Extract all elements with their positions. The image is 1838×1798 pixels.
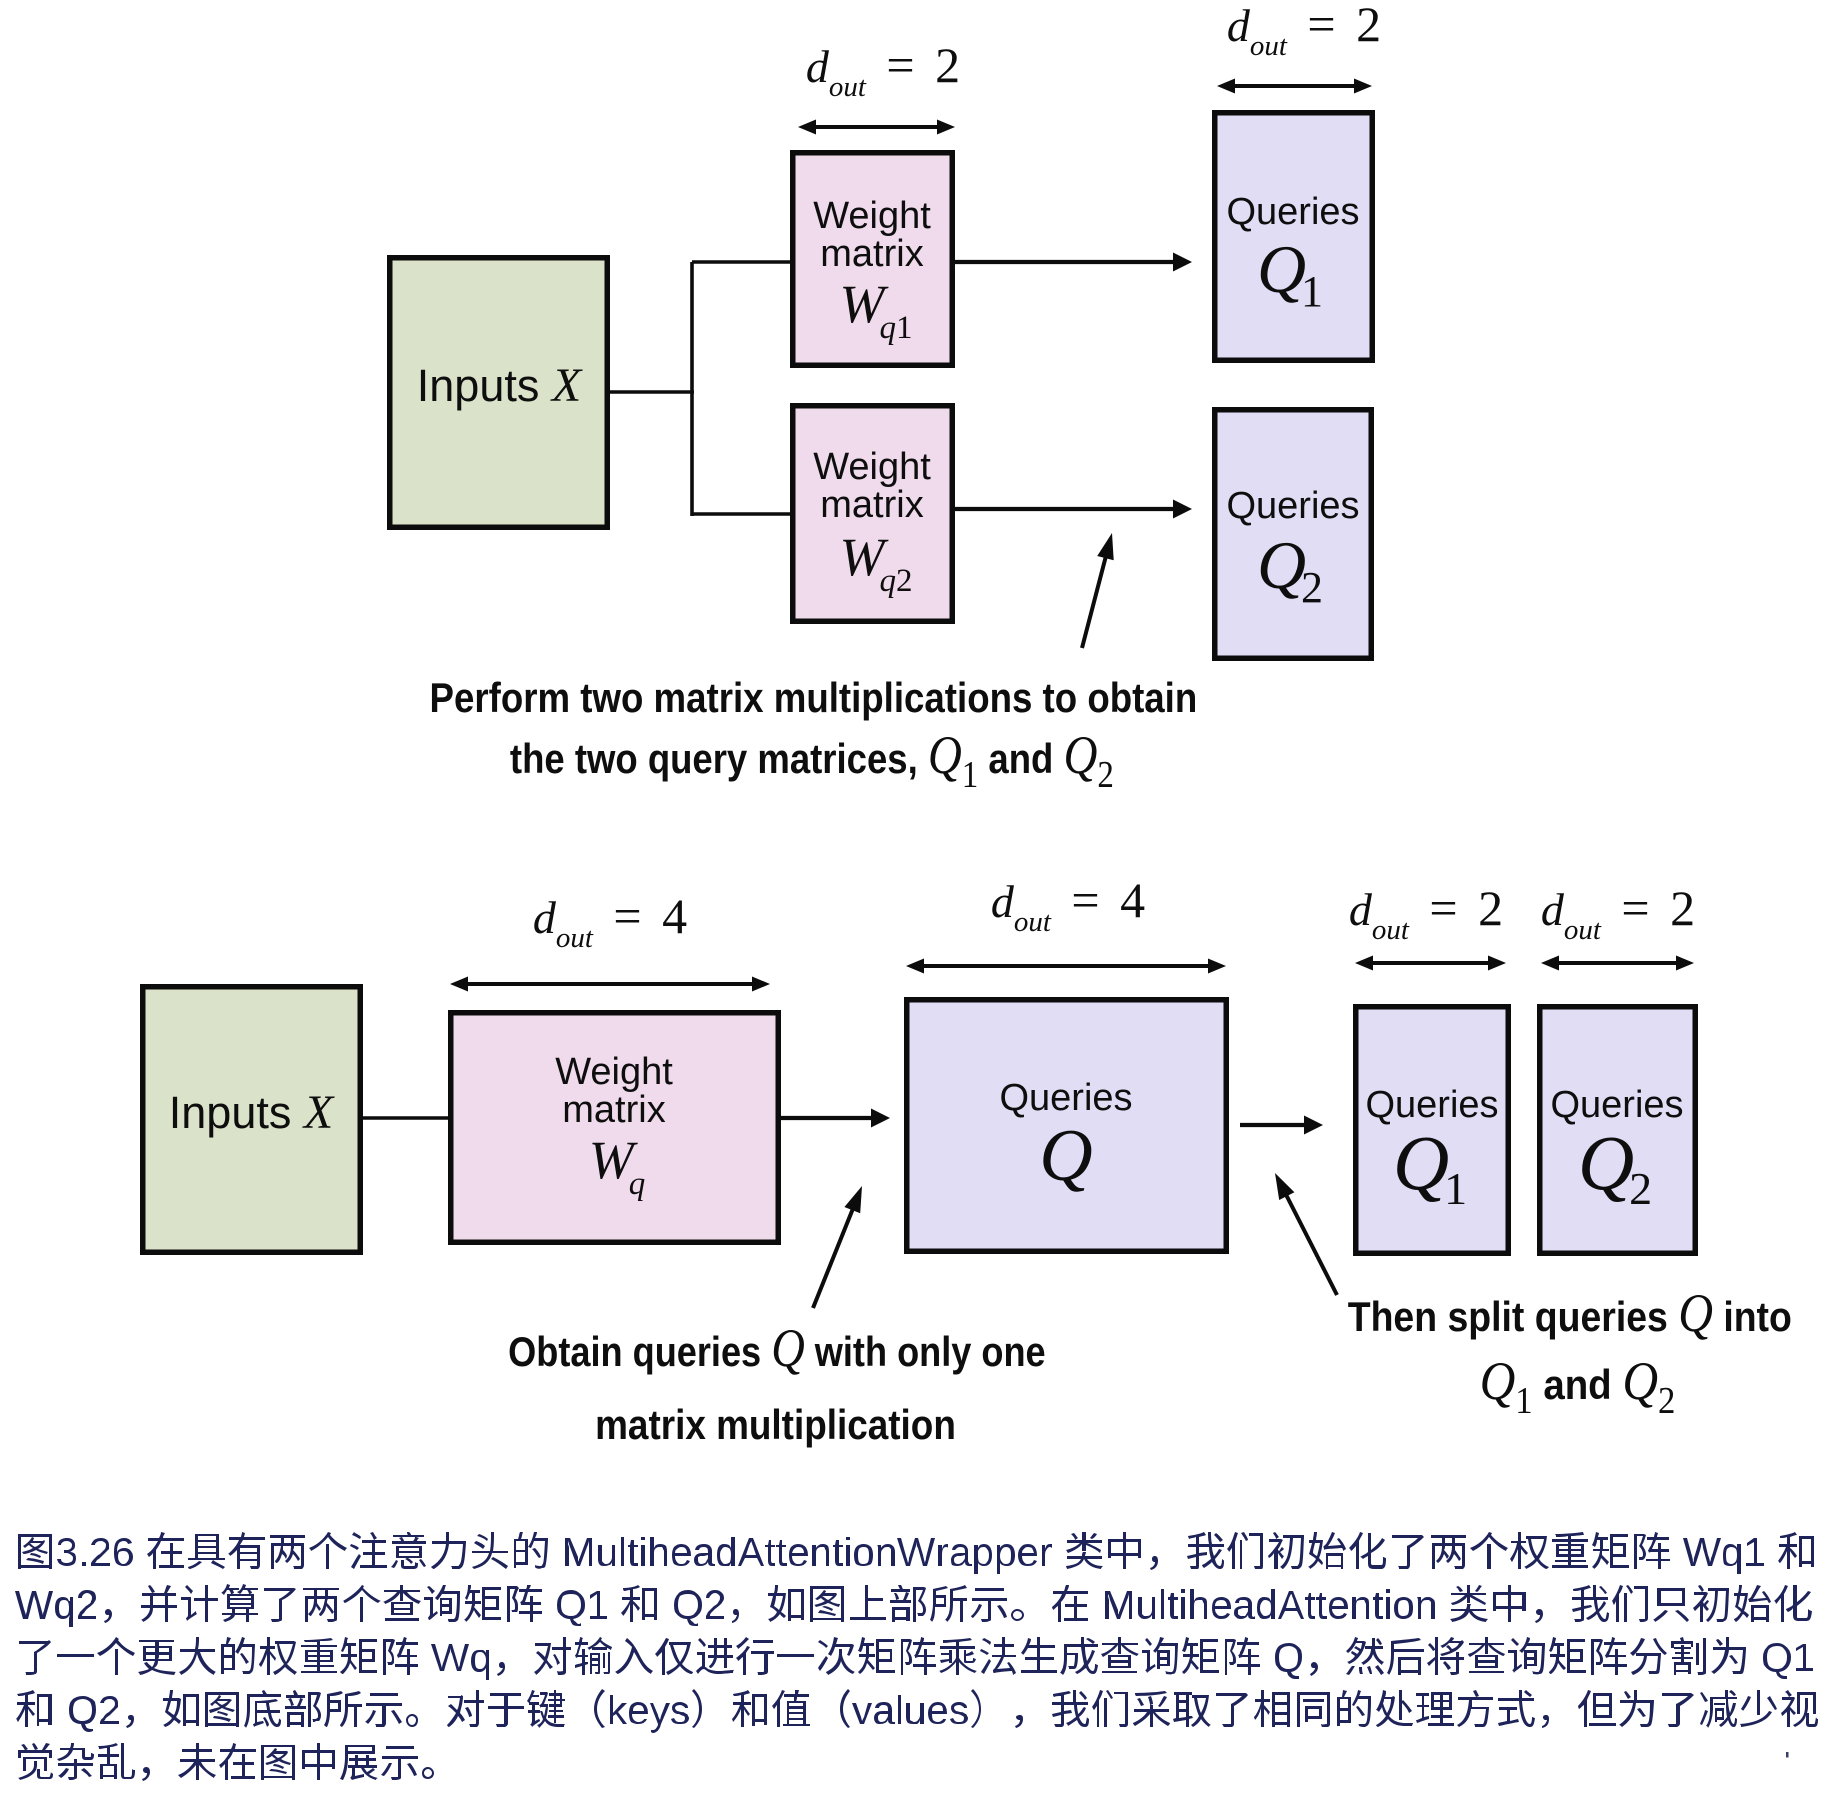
svg-text:Perform two matrix multiplicat: Perform two matrix multiplications to ob… xyxy=(430,675,1198,722)
svg-text:Queries: Queries xyxy=(1365,1084,1498,1126)
svg-text:Inputs X: Inputs X xyxy=(417,359,583,412)
svg-text:Weight: Weight xyxy=(555,1051,673,1093)
svg-text:dout = 4: dout = 4 xyxy=(991,872,1149,938)
svg-text:Queries: Queries xyxy=(1550,1084,1683,1126)
svg-text:dout = 2: dout = 2 xyxy=(1541,880,1699,946)
svg-text:Q1 and Q2: Q1 and Q2 xyxy=(1480,1352,1676,1421)
svg-text:matrix multiplication: matrix multiplication xyxy=(595,1402,956,1449)
svg-text:matrix: matrix xyxy=(820,233,923,275)
svg-text:dout = 2: dout = 2 xyxy=(1227,0,1385,62)
svg-text:dout = 2: dout = 2 xyxy=(1349,880,1507,946)
svg-text:Q2: Q2 xyxy=(1578,1119,1652,1214)
svg-text:matrix: matrix xyxy=(562,1089,665,1131)
svg-text:Weight: Weight xyxy=(813,195,931,237)
svg-text:Queries: Queries xyxy=(1226,191,1359,233)
svg-text:dout = 4: dout = 4 xyxy=(533,888,691,954)
svg-text:Obtain queries Q with only one: Obtain queries Q with only one xyxy=(508,1318,1046,1378)
svg-text:Queries: Queries xyxy=(999,1077,1132,1119)
svg-text:Inputs X: Inputs X xyxy=(169,1086,335,1139)
svg-text:Q: Q xyxy=(1039,1115,1092,1197)
svg-text:Weight: Weight xyxy=(813,446,931,488)
svg-text:matrix: matrix xyxy=(820,484,923,526)
svg-text:Queries: Queries xyxy=(1226,485,1359,527)
svg-text:Then split queries Q into: Then split queries Q into xyxy=(1348,1283,1792,1343)
svg-text:dout = 2: dout = 2 xyxy=(806,37,964,103)
svg-text:the two query matrices, Q1 and: the two query matrices, Q1 and Q2 xyxy=(510,725,1114,796)
